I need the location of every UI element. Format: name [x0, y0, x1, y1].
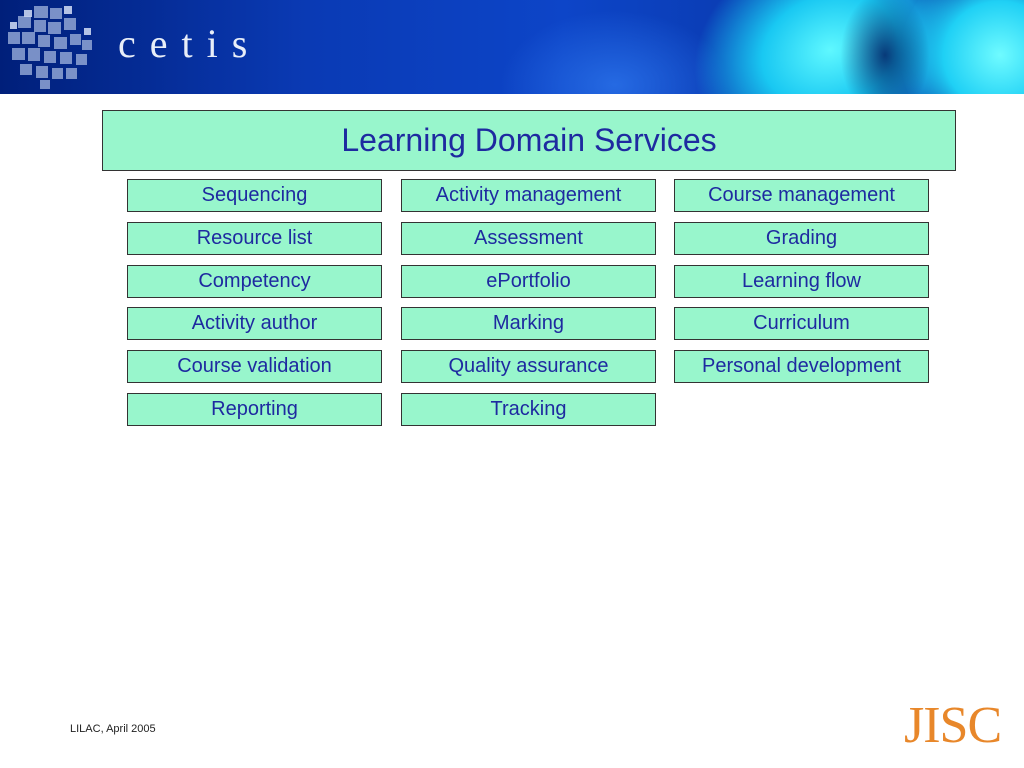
service-box: Sequencing: [127, 179, 382, 212]
brand-name: cetis: [118, 21, 262, 66]
service-box: Activity management: [401, 179, 656, 212]
service-box: Course management: [674, 179, 929, 212]
service-box: Grading: [674, 222, 929, 255]
service-box: Learning flow: [674, 265, 929, 298]
service-box: Activity author: [127, 307, 382, 340]
service-box: Tracking: [401, 393, 656, 426]
service-box: Competency: [127, 265, 382, 298]
service-box: ePortfolio: [401, 265, 656, 298]
service-box: Marking: [401, 307, 656, 340]
service-box: Assessment: [401, 222, 656, 255]
svg-text:JISC: JISC: [904, 697, 1001, 754]
footer-text: LILAC, April 2005: [70, 723, 156, 735]
diagram-title: Learning Domain Services: [341, 122, 717, 158]
service-box: Personal development: [674, 350, 929, 383]
jisc-logo-icon: JISC: [904, 697, 1002, 754]
diagram-title-box: Learning Domain Services: [102, 110, 956, 171]
service-box: Curriculum: [674, 307, 929, 340]
cetis-logo-icon: [8, 6, 92, 89]
service-box: Resource list: [127, 222, 382, 255]
service-box: Quality assurance: [401, 350, 656, 383]
service-box: Reporting: [127, 393, 382, 426]
service-box: Course validation: [127, 350, 382, 383]
header-banner: cetis: [0, 0, 1024, 94]
